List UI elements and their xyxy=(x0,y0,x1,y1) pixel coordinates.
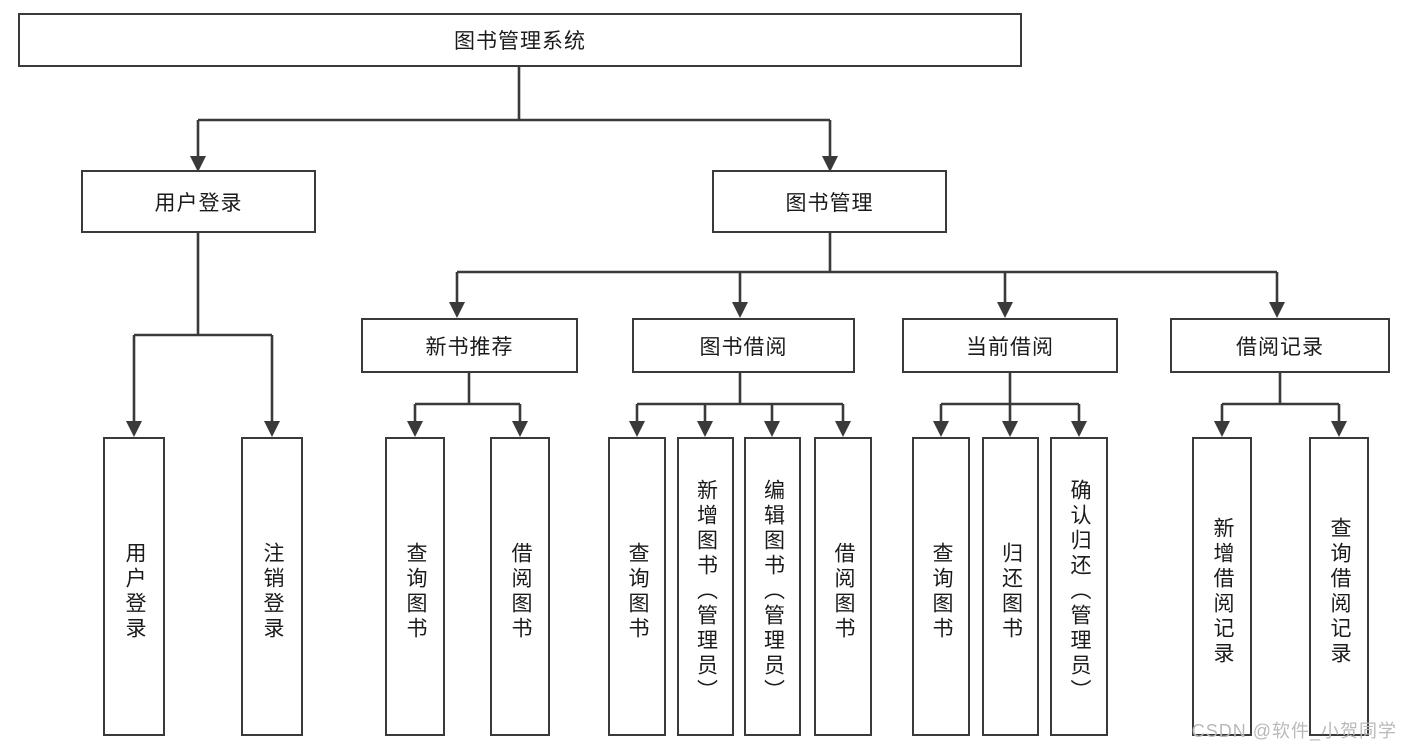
node-book-borrow-label: 图书借阅 xyxy=(699,335,788,359)
arrow-nb-c1 xyxy=(407,421,423,437)
node-user-login-label: 用户登录 xyxy=(154,191,243,215)
arrow-leaf-logout xyxy=(264,421,280,437)
leaf-logout-login[interactable]: 注销登录 xyxy=(241,437,303,736)
leaf-return-book[interactable]: 归还图书 xyxy=(982,437,1039,736)
node-current-borrow[interactable]: 当前借阅 xyxy=(902,318,1118,373)
leaf-logout-login-label: 注销登录 xyxy=(261,541,285,642)
node-book-management[interactable]: 图书管理 xyxy=(712,170,947,233)
node-current-borrow-label: 当前借阅 xyxy=(966,335,1054,359)
leaf-query-book-1-label: 查询图书 xyxy=(404,541,428,642)
arrow-leaf-user-login xyxy=(126,421,142,437)
arrow-borrow-record xyxy=(1269,302,1285,318)
leaf-add-record-label: 新增借阅记录 xyxy=(1211,516,1235,667)
leaf-edit-book-label: 编辑图书（管理员） xyxy=(761,479,785,704)
arrow-nb-c2 xyxy=(512,421,528,437)
arrow-br-c1 xyxy=(1214,421,1230,437)
arrow-cb-c3 xyxy=(1071,421,1087,437)
leaf-borrow-book-2[interactable]: 借阅图书 xyxy=(814,437,872,736)
arrow-bb-c4 xyxy=(835,421,851,437)
node-root-label: 图书管理系统 xyxy=(454,30,586,53)
node-new-book-recommend[interactable]: 新书推荐 xyxy=(361,318,578,373)
node-book-management-label: 图书管理 xyxy=(785,191,874,215)
leaf-return-book-label: 归还图书 xyxy=(999,541,1023,642)
leaf-add-book[interactable]: 新增图书（管理员） xyxy=(677,437,734,736)
leaf-query-record[interactable]: 查询借阅记录 xyxy=(1309,437,1369,736)
leaf-add-book-label: 新增图书（管理员） xyxy=(694,479,718,704)
leaf-borrow-book-1[interactable]: 借阅图书 xyxy=(490,437,550,736)
leaf-confirm-return-label: 确认归还（管理员） xyxy=(1068,479,1092,704)
leaf-confirm-return[interactable]: 确认归还（管理员） xyxy=(1050,437,1108,736)
node-borrow-record-label: 借阅记录 xyxy=(1236,335,1324,359)
node-user-login[interactable]: 用户登录 xyxy=(81,170,316,233)
leaf-add-record[interactable]: 新增借阅记录 xyxy=(1192,437,1252,736)
arrow-bb-c1 xyxy=(629,421,645,437)
leaf-query-book-2[interactable]: 查询图书 xyxy=(608,437,666,736)
arrow-book-borrow xyxy=(732,302,748,318)
leaf-user-login[interactable]: 用户登录 xyxy=(103,437,165,736)
leaf-borrow-book-2-label: 借阅图书 xyxy=(832,541,856,642)
arrow-bb-c2 xyxy=(697,421,713,437)
leaf-query-book-3[interactable]: 查询图书 xyxy=(912,437,970,736)
arrow-br-c2 xyxy=(1331,421,1347,437)
node-borrow-record[interactable]: 借阅记录 xyxy=(1170,318,1390,373)
node-root[interactable]: 图书管理系统 xyxy=(18,13,1022,67)
arrow-bb-c3 xyxy=(764,421,780,437)
leaf-query-book-3-label: 查询图书 xyxy=(930,541,954,642)
leaf-user-login-label: 用户登录 xyxy=(123,541,147,642)
leaf-query-book-1[interactable]: 查询图书 xyxy=(385,437,445,736)
node-new-book-recommend-label: 新书推荐 xyxy=(425,335,514,359)
node-book-borrow[interactable]: 图书借阅 xyxy=(632,318,855,373)
arrow-cb-c2 xyxy=(1002,421,1018,437)
leaf-query-book-2-label: 查询图书 xyxy=(626,541,650,642)
leaf-edit-book[interactable]: 编辑图书（管理员） xyxy=(744,437,801,736)
leaf-borrow-book-1-label: 借阅图书 xyxy=(509,541,533,642)
arrow-current-borrow xyxy=(997,302,1013,318)
arrow-new-book xyxy=(449,302,465,318)
leaf-query-record-label: 查询借阅记录 xyxy=(1328,516,1352,667)
arrow-cb-c1 xyxy=(933,421,949,437)
